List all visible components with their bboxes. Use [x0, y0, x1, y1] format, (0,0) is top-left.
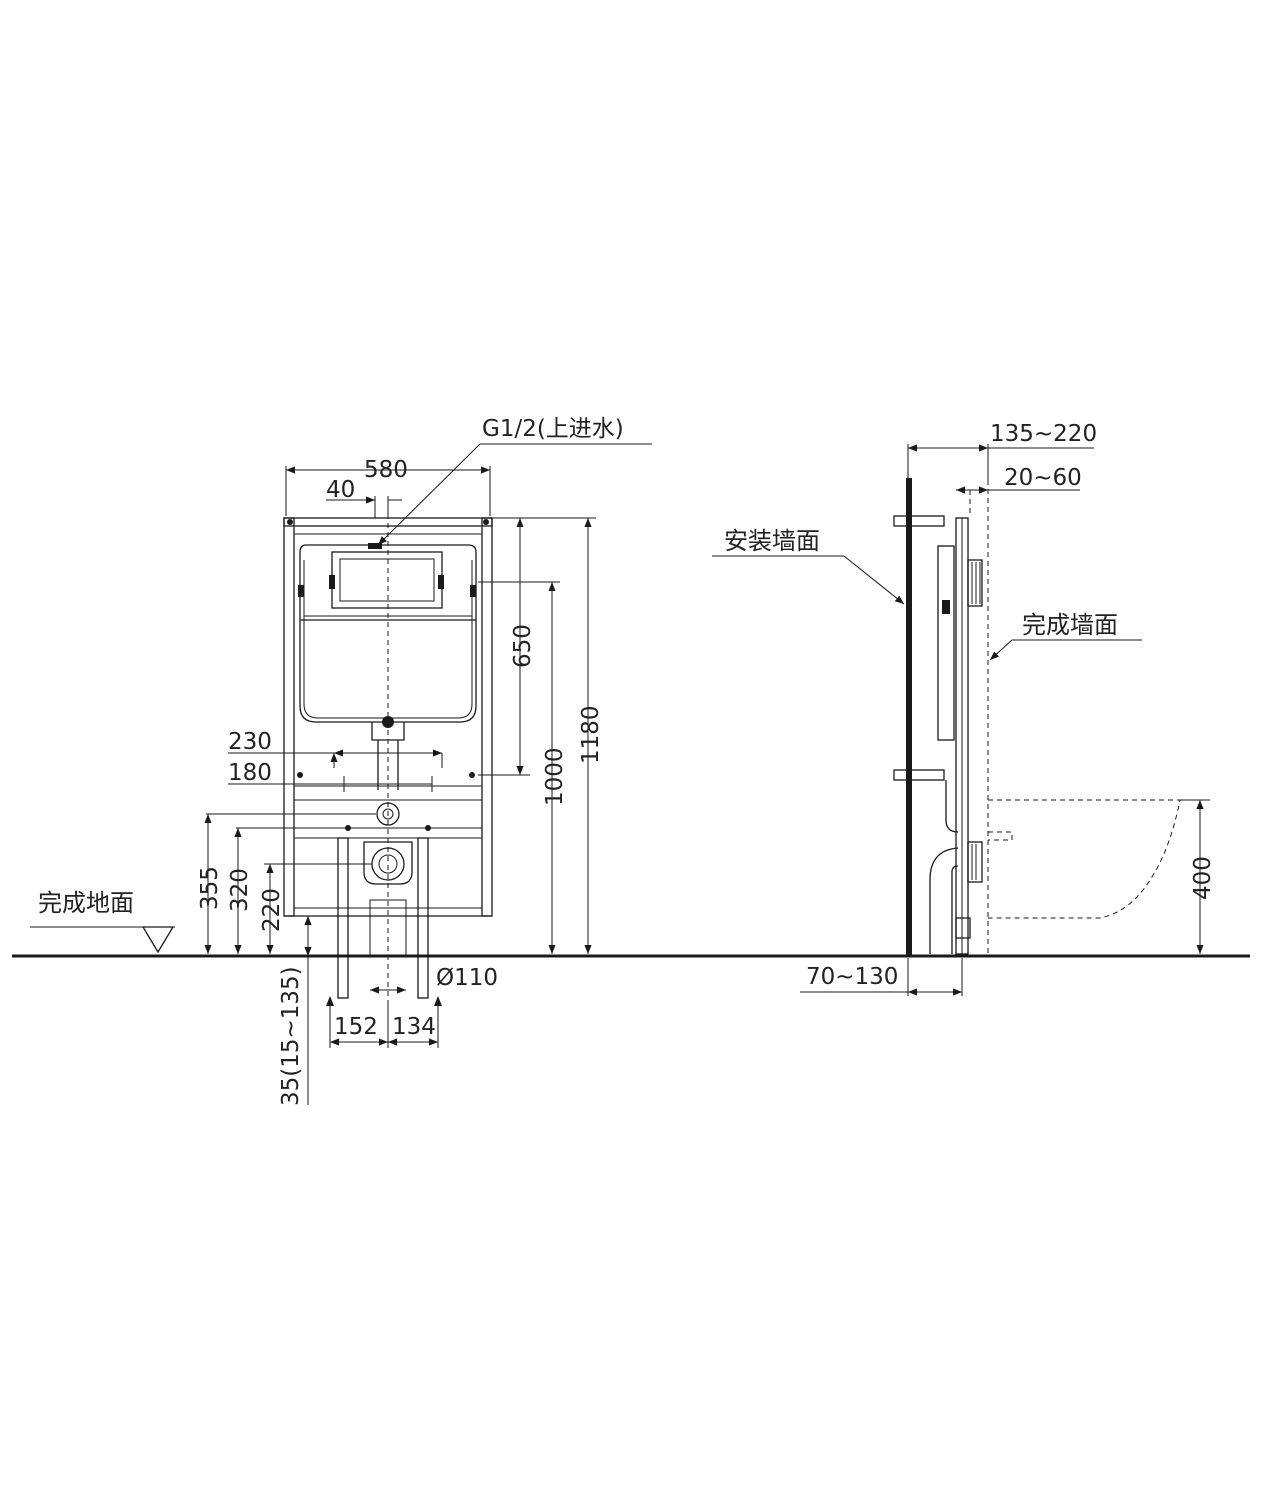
- dim-40: 40: [326, 477, 355, 503]
- dim-below-floor: 35(15~135): [278, 966, 304, 1106]
- dim-134: 134: [392, 1014, 436, 1040]
- dim-650: 650: [510, 624, 536, 668]
- dim-152: 152: [334, 1014, 378, 1040]
- side-view: [893, 478, 1181, 956]
- dim-320: 320: [227, 868, 253, 912]
- finished-floor-symbol: [30, 926, 175, 954]
- dim-tile: 20~60: [1004, 465, 1082, 491]
- inlet-label: G1/2(上进水): [482, 416, 624, 442]
- dim-580: 580: [364, 457, 408, 483]
- dim-180: 180: [228, 760, 272, 786]
- dim-400: 400: [1190, 856, 1216, 900]
- dim-1000: 1000: [542, 747, 568, 806]
- dim-355: 355: [197, 866, 223, 910]
- install-wall-label: 安装墙面: [724, 527, 820, 555]
- finished-floor-label: 完成地面: [38, 889, 134, 917]
- dim-wall-gap: 70~130: [806, 964, 898, 990]
- dim-depth: 135~220: [990, 421, 1097, 447]
- dim-230: 230: [228, 729, 272, 755]
- finished-wall-label: 完成墙面: [1022, 611, 1118, 639]
- dim-pipe: Ø110: [436, 965, 498, 991]
- dim-220: 220: [259, 888, 285, 932]
- dim-1180: 1180: [578, 705, 604, 764]
